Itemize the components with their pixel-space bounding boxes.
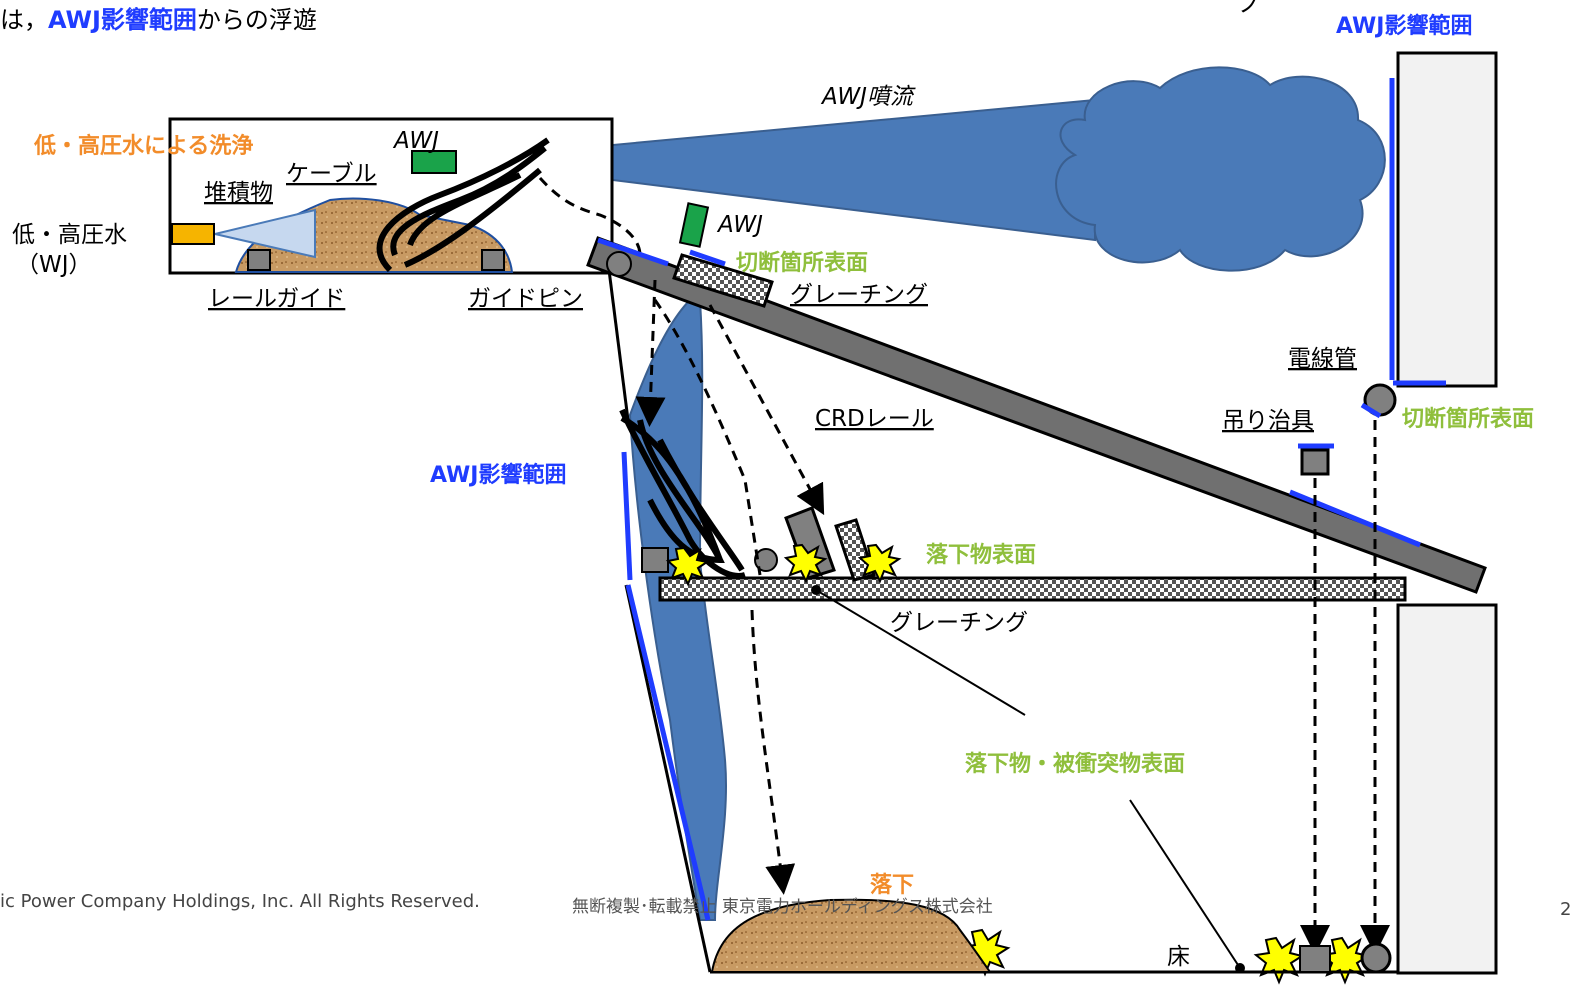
- cut-line-rail-right: [1289, 489, 1421, 548]
- header-text: は，AWJ影響範囲からの浮遊: [0, 6, 317, 34]
- awj-cloud: [1055, 66, 1386, 272]
- awj-nozzle-middle: [678, 202, 710, 248]
- grating-upper: [672, 253, 774, 308]
- floor-pointer-line: [1129, 799, 1241, 969]
- impact-spark-2: [783, 543, 828, 584]
- awj-range-left-label: AWJ影響範囲: [430, 462, 567, 488]
- water-label-1: 低・高圧水: [12, 222, 127, 248]
- hanging-jig-label: 吊り治具: [1222, 408, 1314, 434]
- footer-copyright: ic Power Company Holdings, Inc. All Righ…: [0, 891, 480, 912]
- floor-label: 床: [1167, 944, 1190, 970]
- conduit-label: 電線管: [1288, 346, 1357, 372]
- footer-page: 2: [1560, 899, 1571, 920]
- wash-label: 低・高圧水による洗浄: [33, 133, 253, 159]
- cut-surface-right-label: 切断箇所表面: [1402, 406, 1534, 432]
- footer-notice: 無断複製･転載禁止 東京電力ホールディングス株式会社: [572, 896, 993, 917]
- upper-wall: [1396, 51, 1498, 388]
- lower-wall: [1396, 603, 1498, 975]
- awj-upper-label: AWJ: [392, 128, 439, 154]
- fallen-conduit: [1360, 942, 1392, 974]
- cable-label: ケーブル: [286, 161, 377, 187]
- cut-line-conduit: [1360, 402, 1382, 419]
- grating-lower: [658, 576, 1407, 602]
- trajectory-4: [750, 609, 796, 895]
- cut-line-rail-left: [597, 237, 669, 267]
- floor-deposit: [710, 898, 992, 973]
- trajectory-inset: [538, 176, 642, 256]
- shaft-slant-line: [624, 584, 712, 973]
- cut-surface-mid-label: 切断箇所表面: [736, 250, 868, 276]
- hanging-jig: [1300, 448, 1330, 476]
- deposit-label: 堆積物: [204, 180, 273, 206]
- grating-pointer-line: [815, 589, 1026, 716]
- crd-rail-label: CRDレール: [815, 406, 934, 432]
- inset-cable: [376, 137, 550, 273]
- crd-rail: [586, 236, 1487, 594]
- awj-range-left-line-1: [621, 451, 633, 581]
- awj-nozzle-upper: [411, 150, 457, 174]
- awj-range-top-label: AWJ影響範囲: [1336, 13, 1473, 39]
- grating-lower-label: グレーチング: [890, 610, 1028, 636]
- rail-roller: [606, 251, 632, 277]
- impact-spark-1: [665, 546, 710, 587]
- water-nozzle: [171, 223, 215, 245]
- fallen-jig: [1299, 945, 1331, 973]
- cut-line-grating: [689, 249, 726, 267]
- trajectory-3: [708, 304, 825, 516]
- header-partial-text: ノ: [1238, 0, 1262, 18]
- impact-surface-label: 落下物・被衝突物表面: [965, 751, 1185, 777]
- falling-roller: [754, 548, 778, 572]
- shaft-block: [641, 547, 669, 573]
- awj-range-left-line-2: [625, 584, 711, 921]
- awj-jet-label: AWJ噴流: [820, 84, 916, 110]
- impact-spark-5: [1253, 936, 1305, 985]
- rail-guide-label: レールガイド: [208, 286, 345, 312]
- trajectory-2: [653, 299, 762, 576]
- awj-middle-label: AWJ: [716, 212, 763, 238]
- fallen-cable: [619, 408, 746, 579]
- trajectory-1: [635, 279, 666, 427]
- guide-pin-label: ガイドピン: [468, 286, 583, 312]
- falling-surface-label: 落下物表面: [926, 542, 1036, 568]
- fall-label: 落下: [870, 873, 914, 898]
- impact-spark-3: [857, 543, 902, 584]
- grating-upper-label: グレーチング: [790, 282, 928, 308]
- water-spray: [214, 208, 316, 259]
- shaft-upper-line: [606, 261, 630, 421]
- rail-guide-block: [247, 249, 271, 271]
- water-label-2: （WJ）: [16, 252, 92, 278]
- guide-pin-block: [481, 249, 505, 271]
- falling-piece-2: [834, 518, 876, 582]
